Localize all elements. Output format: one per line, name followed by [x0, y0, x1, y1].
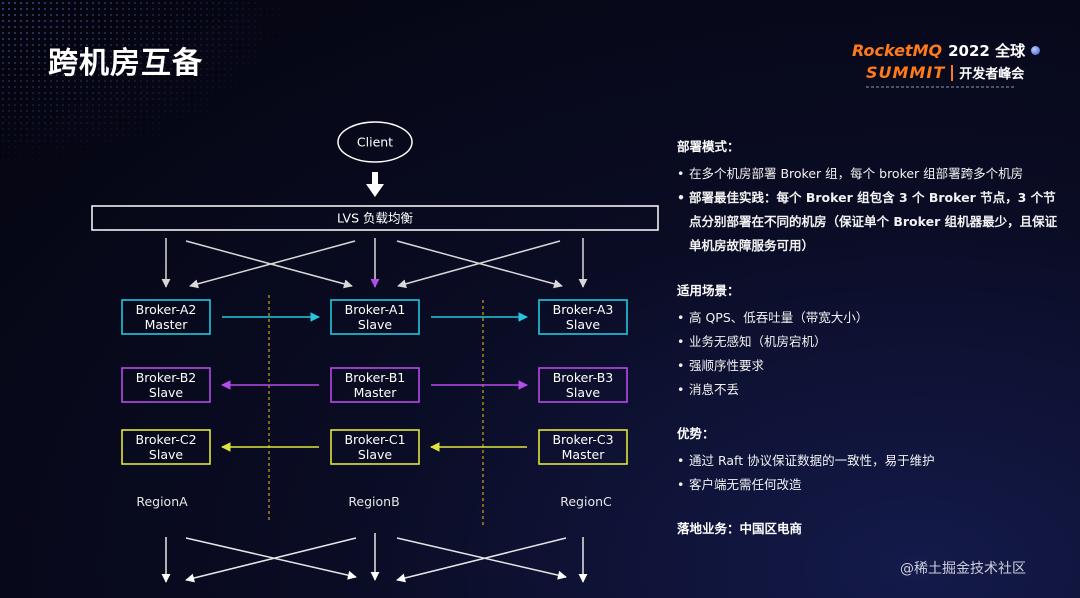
- broker-box: [121, 299, 211, 335]
- deploy-item: •在多个机房部署 Broker 组，每个 broker 组部署跨多个机房: [677, 166, 1024, 181]
- broker-name: Broker-C1: [344, 432, 405, 447]
- scenario-item: •高 QPS、低吞吐量（带宽大小）: [677, 310, 869, 325]
- advantage-item: •客户端无需任何改造: [677, 477, 802, 492]
- client-node: [337, 121, 413, 163]
- broker-name: Broker-C3: [552, 432, 613, 447]
- broker-role: Master: [562, 447, 606, 462]
- lvs-label: LVS 负载均衡: [337, 211, 413, 226]
- region-label-c: RegionC: [560, 494, 612, 509]
- page-title: 跨机房互备: [48, 46, 203, 81]
- logo-subbrand: SUMMIT: [866, 63, 946, 82]
- architecture-diagram: Client LVS 负载均衡 Broker-A2MasterBroker-A1…: [91, 121, 659, 583]
- broker-box: [538, 299, 628, 335]
- broker-box: [538, 429, 628, 465]
- logo-event: 开发者峰会: [959, 67, 1025, 82]
- globe-icon: [1031, 46, 1041, 55]
- broker-box: [330, 367, 420, 403]
- logo-fine-print: [866, 86, 1016, 88]
- scenario-title: 适用场景：: [677, 283, 740, 298]
- broker-box: [121, 367, 211, 403]
- broker-role: Slave: [358, 317, 392, 332]
- broker-role: Slave: [566, 385, 600, 400]
- deploy-best-practice-item: •部署最佳实践：每个 Broker 组包含 3 个 Broker 节点，3 个节…: [677, 190, 1058, 253]
- deploy-mode-title: 部署模式：: [677, 139, 740, 154]
- broker-role: Slave: [149, 447, 183, 462]
- broker-name: Broker-B3: [553, 370, 614, 385]
- scenario-item: •强顺序性要求: [677, 358, 765, 373]
- broker-name: Broker-C2: [135, 432, 196, 447]
- client-label: Client: [357, 135, 393, 150]
- region-label-b: RegionB: [348, 494, 399, 509]
- broker-name: Broker-A2: [136, 302, 197, 317]
- broker-box: [330, 299, 420, 335]
- broker-role: Master: [145, 317, 189, 332]
- business-title: 落地业务：中国区电商: [677, 521, 803, 536]
- broker-name: Broker-A3: [553, 302, 614, 317]
- broker-box: [330, 429, 420, 465]
- scenario-item: •业务无感知（机房宕机）: [677, 334, 827, 349]
- broker-name: Broker-A1: [345, 302, 406, 317]
- broker-grid: Broker-A2MasterBroker-A1SlaveBroker-A3Sl…: [121, 299, 628, 465]
- logo-separator: [951, 64, 954, 81]
- lvs-fanout-arrows: [161, 238, 588, 289]
- broker-box: [538, 367, 628, 403]
- logo-brand: RocketMQ: [852, 41, 943, 60]
- summit-logo: RocketMQ 2022 全球 SUMMIT 开发者峰会: [852, 40, 1041, 88]
- broker-role: Slave: [358, 447, 392, 462]
- advantage-item: •通过 Raft 协议保证数据的一致性，易于维护: [677, 453, 935, 468]
- scenario-item: •消息不丢: [677, 382, 740, 397]
- region-label-a: RegionA: [136, 494, 188, 509]
- broker-role: Master: [354, 385, 398, 400]
- broker-role: Slave: [149, 385, 183, 400]
- broker-box: [121, 429, 211, 465]
- broker-name: Broker-B1: [345, 370, 406, 385]
- bottom-fanout-arrows: [161, 533, 588, 583]
- advantage-title: 优势：: [677, 426, 715, 441]
- info-panel: 部署模式： •在多个机房部署 Broker 组，每个 broker 组部署跨多个…: [677, 136, 1062, 544]
- broker-name: Broker-B2: [136, 370, 197, 385]
- watermark: @稀土掘金技术社区: [900, 561, 1026, 577]
- client-to-lvs-arrow: [366, 172, 384, 197]
- logo-year: 2022 全球: [948, 42, 1026, 60]
- broker-role: Slave: [566, 317, 600, 332]
- lvs-box: [91, 205, 659, 231]
